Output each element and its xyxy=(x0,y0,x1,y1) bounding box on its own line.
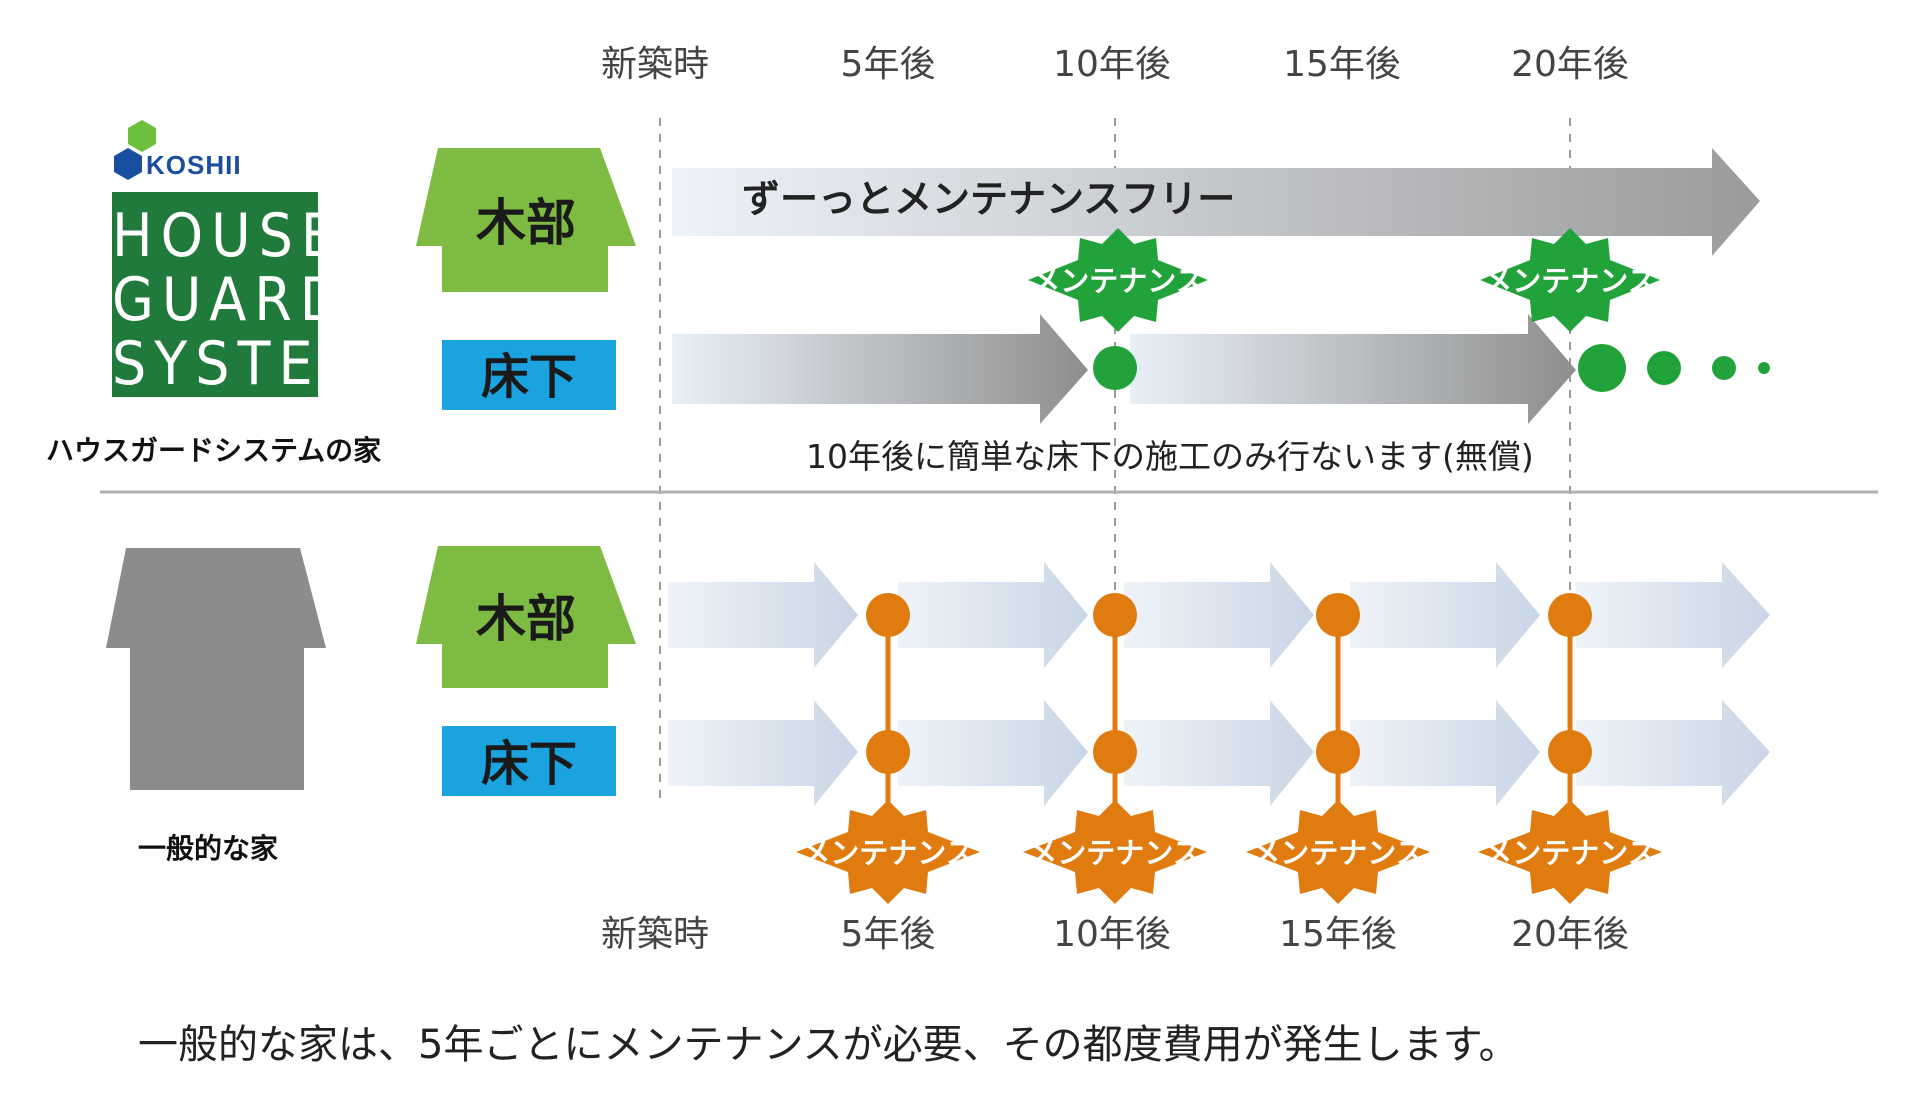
koshii-logo-blue-hexagon xyxy=(114,148,142,180)
timeline-label-bottom-2: 10年後 xyxy=(1053,914,1171,955)
koshii-logo-green-hexagon xyxy=(128,120,156,152)
timeline-label-top-1: 5年後 xyxy=(841,44,936,85)
general-underfloor-box xyxy=(442,726,616,796)
timeline-label-top-0: 新築時 xyxy=(601,44,709,85)
footer-note: 一般的な家は、5年ごとにメンテナンスが必要、その都度費用が発生します。 xyxy=(138,1022,1519,1068)
house-guard-underfloor-box xyxy=(442,340,616,410)
continuation-dot-1 xyxy=(1647,351,1681,385)
timeline-label-bottom-0: 新築時 xyxy=(601,914,709,955)
green-badge-10y xyxy=(1028,228,1208,332)
timeline-label-top-3: 15年後 xyxy=(1283,44,1401,85)
orange-badge-20y xyxy=(1478,800,1662,904)
house-guard-caption: ハウスガードシステムの家 xyxy=(46,434,381,467)
continuation-dot-3 xyxy=(1758,362,1770,374)
orange-badge-10y-text: メンテナンス xyxy=(1028,836,1201,870)
underfloor-dot-20y xyxy=(1578,344,1626,392)
house-guard-underfloor-label: 床下 xyxy=(481,349,577,405)
underfloor-arrow-segment-1 xyxy=(672,314,1088,424)
logo-line-1: HOUSE xyxy=(112,201,343,271)
general-wood-arrow-row xyxy=(668,562,1770,668)
wood-maintenance-free-arrow xyxy=(672,148,1760,256)
house-guard-wood-label: 木部 xyxy=(476,194,576,252)
house-guard-wood-house-shape xyxy=(416,148,636,292)
timeline-label-bottom-3: 15年後 xyxy=(1279,914,1397,955)
koshii-brand-text: KOSHII xyxy=(146,150,242,180)
timeline-label-bottom-4: 20年後 xyxy=(1511,914,1629,955)
house-guard-system-logo: HOUSE GUARD SYSTEM xyxy=(112,192,376,399)
continuation-dot-2 xyxy=(1712,356,1736,380)
green-badge-10y-text: メンテナンス xyxy=(1031,264,1204,298)
timeline-label-top-2: 10年後 xyxy=(1053,44,1171,85)
underfloor-note: 10年後に簡単な床下の施工のみ行ないます(無償) xyxy=(806,437,1534,476)
logo-line-2: GUARD xyxy=(112,265,350,335)
orange-badge-10y xyxy=(1023,800,1207,904)
wood-arrow-text: ずーっとメンテナンスフリー xyxy=(742,177,1235,221)
orange-badge-5y-text: メンテナンス xyxy=(801,836,974,870)
underfloor-arrow-segment-2 xyxy=(1130,314,1576,424)
underfloor-dot-10y xyxy=(1093,346,1137,390)
orange-badge-5y xyxy=(796,800,980,904)
general-underfloor-label: 床下 xyxy=(481,736,577,792)
orange-badge-20y-text: メンテナンス xyxy=(1483,836,1656,870)
orange-badge-15y-text: メンテナンス xyxy=(1251,836,1424,870)
orange-badge-15y xyxy=(1246,800,1430,904)
timeline-label-bottom-1: 5年後 xyxy=(841,914,936,955)
general-house-shape xyxy=(106,548,326,790)
general-caption: 一般的な家 xyxy=(138,832,278,865)
general-underfloor-arrow-row xyxy=(668,700,1770,806)
green-badge-20y-text: メンテナンス xyxy=(1483,264,1656,298)
green-badge-20y xyxy=(1480,228,1660,332)
orange-connector-10y xyxy=(1093,593,1137,840)
timeline-label-top-4: 20年後 xyxy=(1511,44,1629,85)
logo-line-3: SYSTEM xyxy=(112,329,376,399)
general-wood-label: 木部 xyxy=(476,590,576,648)
general-wood-house-shape xyxy=(416,546,636,688)
